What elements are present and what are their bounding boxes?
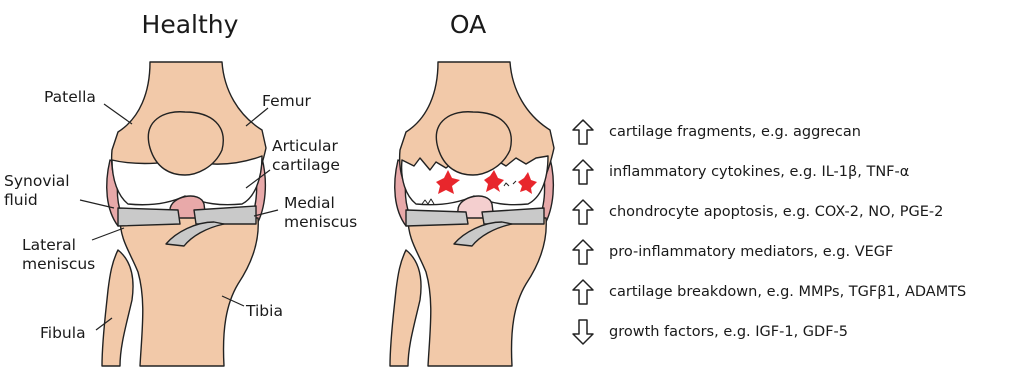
up-arrow-icon <box>572 239 594 265</box>
change-text: cartilage breakdown, e.g. MMPs, TGFβ1, A… <box>609 284 966 300</box>
oa-change-list: cartilage fragments, e.g. aggrecan infla… <box>572 112 966 352</box>
patella-label: Patella <box>44 88 96 107</box>
change-text: growth factors, e.g. IGF-1, GDF-5 <box>609 324 848 340</box>
up-arrow-icon <box>572 279 594 305</box>
down-arrow-icon <box>572 319 594 345</box>
synovial-label-2: fluid <box>4 191 38 210</box>
synovial-label-1: Synovial <box>4 172 70 191</box>
up-arrow-icon <box>572 119 594 145</box>
up-arrow-icon <box>572 159 594 185</box>
healthy-meniscus-left <box>118 208 180 226</box>
up-arrow-icon <box>572 199 594 225</box>
change-item: pro-inflammatory mediators, e.g. VEGF <box>572 232 966 272</box>
oa-fibula <box>390 250 421 366</box>
healthy-meniscus-right <box>194 206 256 224</box>
medial-label-1: Medial <box>284 194 335 213</box>
lateral-leader <box>92 228 124 240</box>
femur-label: Femur <box>262 92 311 111</box>
fibula-label: Fibula <box>40 324 86 343</box>
change-item: growth factors, e.g. IGF-1, GDF-5 <box>572 312 966 352</box>
lateral-label-2: meniscus <box>22 255 95 274</box>
change-text: cartilage fragments, e.g. aggrecan <box>609 124 861 140</box>
change-item: cartilage fragments, e.g. aggrecan <box>572 112 966 152</box>
tibia-label: Tibia <box>246 302 283 321</box>
oa-knee <box>390 62 554 366</box>
oa-meniscus-left <box>406 210 468 226</box>
healthy-knee <box>102 62 266 366</box>
articular-label-2: cartilage <box>272 156 340 175</box>
healthy-fibula <box>102 250 133 366</box>
patella-leader <box>104 104 132 124</box>
change-item: cartilage breakdown, e.g. MMPs, TGFβ1, A… <box>572 272 966 312</box>
change-item: chondrocyte apoptosis, e.g. COX-2, NO, P… <box>572 192 966 232</box>
change-text: pro-inflammatory mediators, e.g. VEGF <box>609 244 893 260</box>
medial-label-2: meniscus <box>284 213 357 232</box>
change-text: inflammatory cytokines, e.g. IL-1β, TNF-… <box>609 164 909 180</box>
lateral-label-1: Lateral <box>22 236 76 255</box>
change-item: inflammatory cytokines, e.g. IL-1β, TNF-… <box>572 152 966 192</box>
articular-label-1: Articular <box>272 137 338 156</box>
change-text: chondrocyte apoptosis, e.g. COX-2, NO, P… <box>609 204 943 220</box>
